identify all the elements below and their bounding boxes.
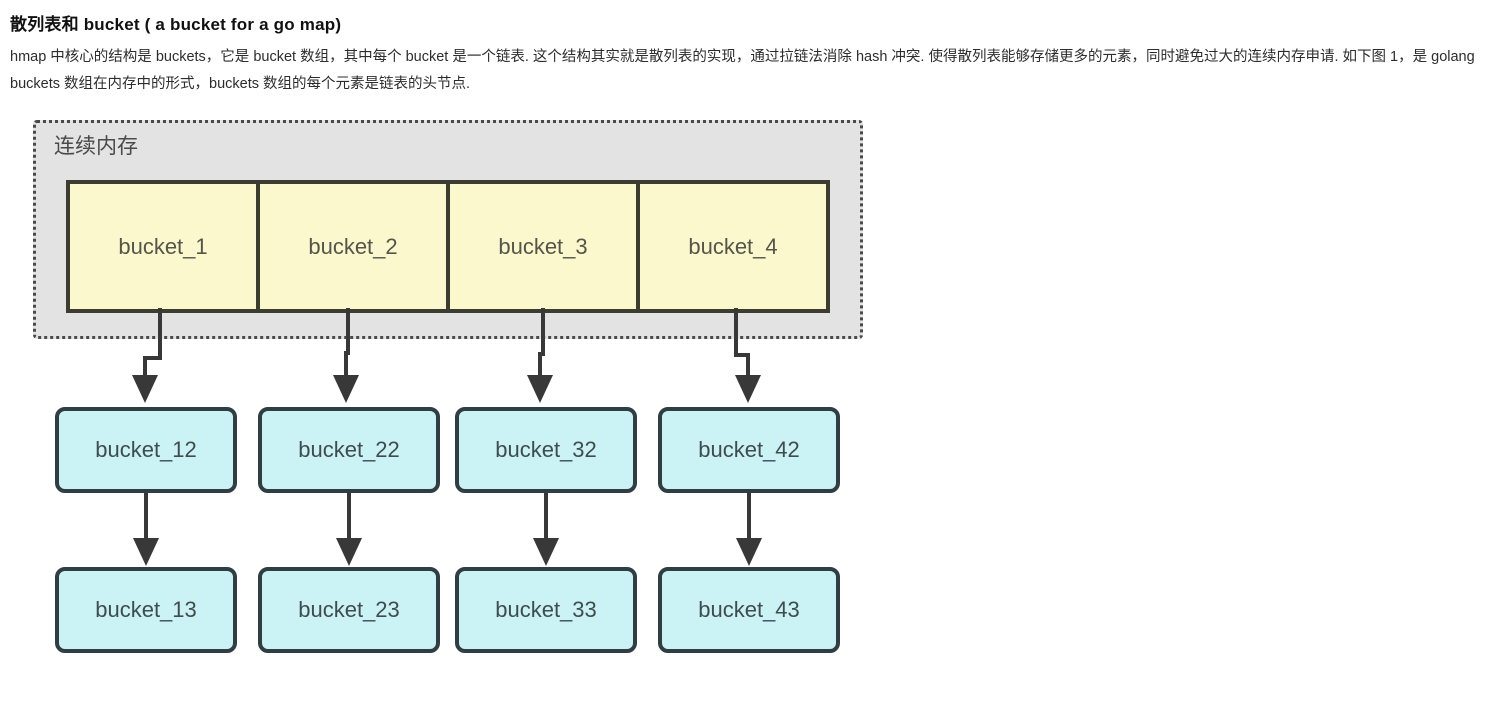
chain-node-bucket-12: bucket_12	[55, 407, 237, 493]
bucket-array-row: bucket_1 bucket_2 bucket_3 bucket_4	[66, 180, 830, 313]
chain-node-bucket-42: bucket_42	[658, 407, 840, 493]
chain-node-bucket-32: bucket_32	[455, 407, 637, 493]
contiguous-memory-container: 连续内存 bucket_1 bucket_2 bucket_3 bucket_4	[33, 120, 863, 339]
arrow-bucket12-to-bucket13	[133, 491, 159, 566]
arrow-bucket42-to-bucket43	[736, 491, 762, 566]
array-bucket-2: bucket_2	[256, 180, 450, 313]
array-bucket-3: bucket_3	[446, 180, 640, 313]
array-bucket-4: bucket_4	[636, 180, 830, 313]
arrow-bucket32-to-bucket33	[533, 491, 559, 566]
intro-paragraph: hmap 中核心的结构是 buckets，它是 bucket 数组，其中每个 b…	[10, 49, 1475, 92]
chain-node-bucket-22: bucket_22	[258, 407, 440, 493]
bucket-diagram: 连续内存 bucket_1 bucket_2 bucket_3 bucket_4	[33, 120, 873, 665]
arrow-bucket22-to-bucket23	[336, 491, 362, 566]
array-bucket-1: bucket_1	[66, 180, 260, 313]
chain-node-bucket-43: bucket_43	[658, 567, 840, 653]
chain-node-bucket-23: bucket_23	[258, 567, 440, 653]
chain-node-bucket-13: bucket_13	[55, 567, 237, 653]
contiguous-memory-label: 连续内存	[54, 135, 138, 158]
page-title: 散列表和 bucket ( a bucket for a go map)	[10, 15, 342, 34]
chain-node-bucket-33: bucket_33	[455, 567, 637, 653]
